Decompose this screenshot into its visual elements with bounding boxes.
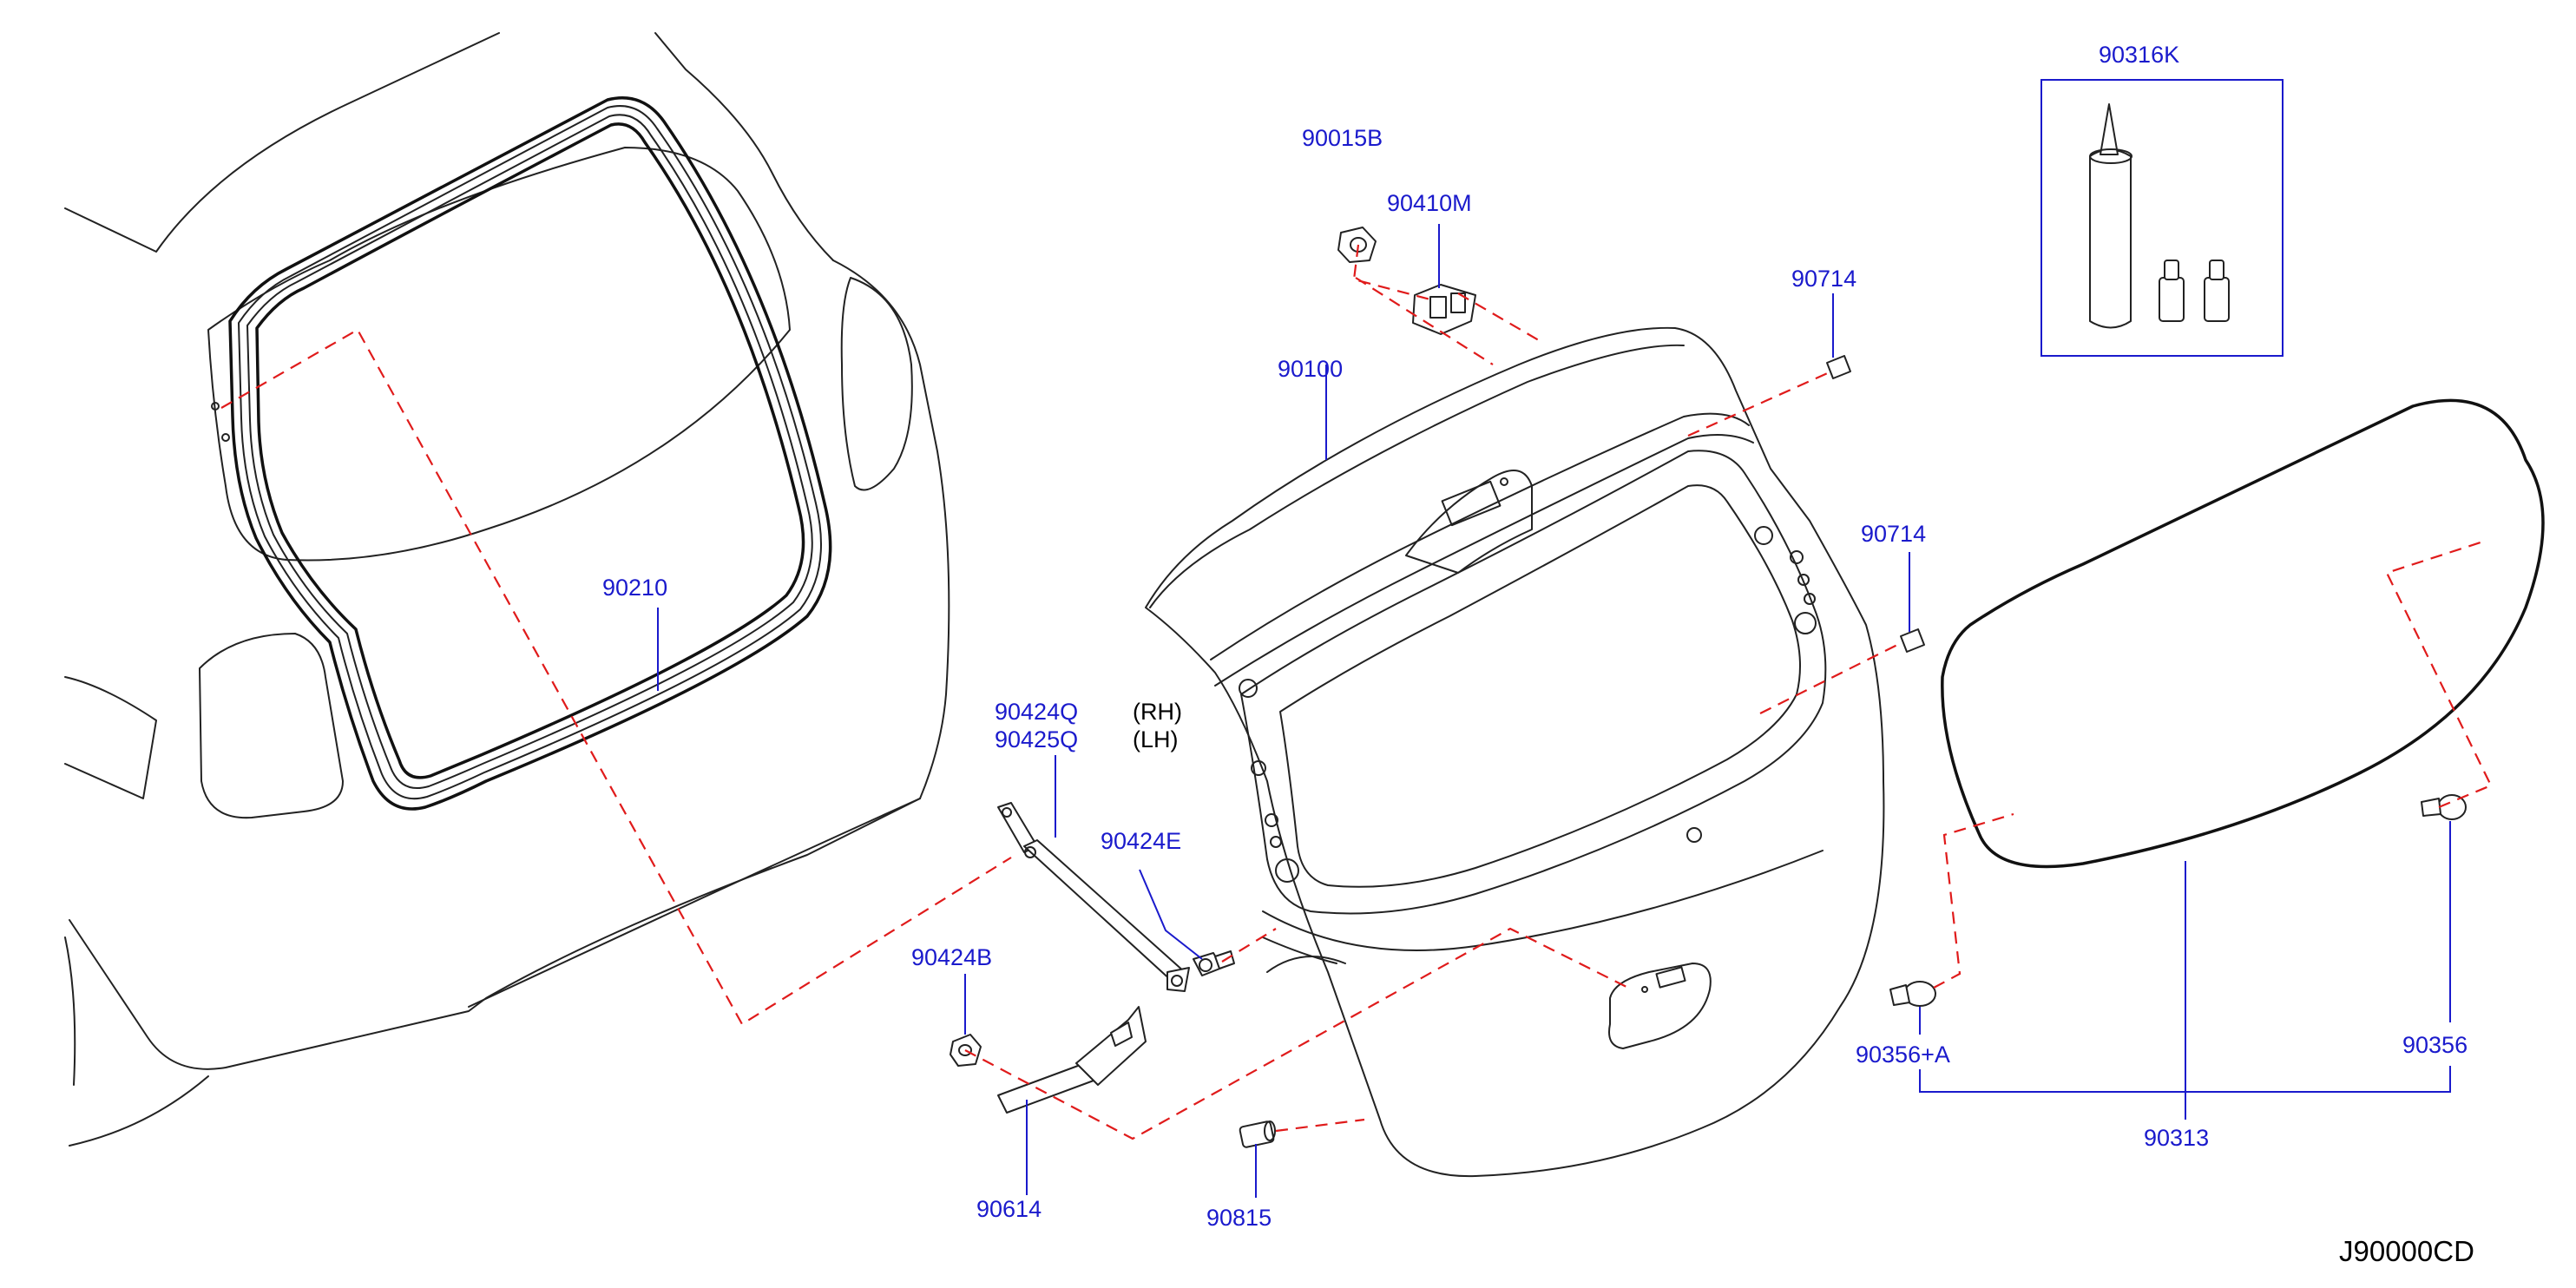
ball-stud-90424e <box>1193 950 1235 976</box>
label-90815[interactable]: 90815 <box>1206 1205 1272 1231</box>
back-door-panel-drawing <box>1145 326 1885 1178</box>
bumper-90714-lower <box>1900 628 1925 653</box>
bracket-90614 <box>997 1006 1147 1114</box>
hinge-90410m <box>1412 284 1476 335</box>
label-90425q[interactable]: 90425Q <box>995 726 1078 752</box>
label-90424e[interactable]: 90424E <box>1101 828 1181 854</box>
bumper-90714-upper <box>1826 355 1851 379</box>
label-rh: (RH) <box>1133 699 1182 725</box>
label-90356a[interactable]: 90356+A <box>1856 1042 1950 1068</box>
leader-lines <box>657 224 2451 1198</box>
clip-90356a <box>1889 981 1936 1007</box>
label-90100[interactable]: 90100 <box>1278 356 1343 382</box>
nut-90015b <box>1337 227 1377 263</box>
clip-90356 <box>2421 794 2467 820</box>
label-90424q[interactable]: 90424Q <box>995 699 1078 725</box>
label-90410m[interactable]: 90410M <box>1387 190 1472 216</box>
bumper-90815 <box>1239 1120 1276 1148</box>
label-90714-upper[interactable]: 90714 <box>1791 266 1856 292</box>
adhesive-kit-box <box>2040 79 2284 357</box>
label-lh: (LH) <box>1133 726 1179 752</box>
gas-stay-90424q <box>997 802 1190 992</box>
label-90015b[interactable]: 90015B <box>1302 125 1383 151</box>
label-90614[interactable]: 90614 <box>976 1196 1042 1222</box>
vehicle-body-drawing <box>64 32 950 1147</box>
label-90714-lower[interactable]: 90714 <box>1861 521 1926 547</box>
label-90316k[interactable]: 90316K <box>2099 42 2179 68</box>
diagram-id: J90000CD <box>2339 1235 2474 1267</box>
label-90313[interactable]: 90313 <box>2144 1125 2209 1151</box>
part-labels: 90316K 90015B 90410M 90714 90100 90714 9… <box>602 42 2474 1267</box>
label-90210[interactable]: 90210 <box>602 575 667 601</box>
label-90424b[interactable]: 90424B <box>911 944 992 970</box>
label-90356[interactable]: 90356 <box>2402 1032 2468 1058</box>
installation-dash-lines <box>220 244 2493 1140</box>
